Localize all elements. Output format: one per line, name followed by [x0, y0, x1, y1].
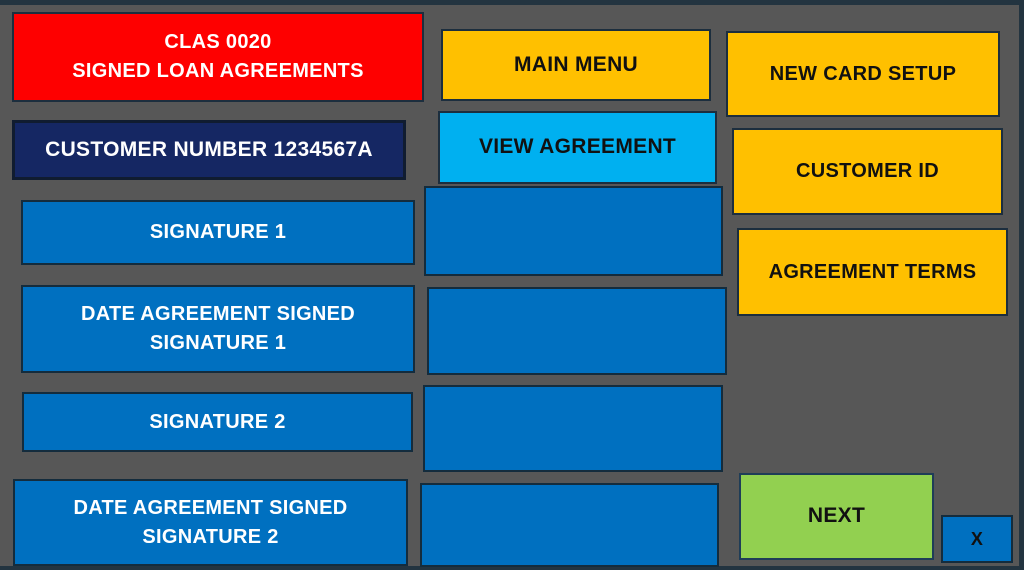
signature-2-value-field[interactable] — [423, 385, 723, 472]
field-label-text: SIGNATURE 1 — [149, 332, 287, 354]
field-label-text: DATE AGREEMENT SIGNED — [73, 496, 348, 519]
screen-name-label: SIGNED LOAN AGREEMENTS — [72, 60, 364, 82]
screen-title: CLAS 0020 SIGNED LOAN AGREEMENTS — [12, 12, 424, 102]
screen-frame-right — [1019, 0, 1024, 570]
next-button[interactable]: NEXT — [739, 473, 934, 560]
screen-frame-top — [0, 0, 1024, 5]
date-signed-1-value-field[interactable] — [427, 287, 727, 375]
customer-number-label: CUSTOMER NUMBER 1234567A — [45, 137, 373, 161]
signature-1-value-field[interactable] — [424, 186, 723, 276]
field-label-text: DATE AGREEMENT SIGNED — [80, 303, 356, 325]
field-label-text: SIGNATURE 2 — [149, 410, 286, 433]
view-agreement-label: VIEW AGREEMENT — [478, 135, 677, 159]
agreement-terms-button[interactable]: AGREEMENT TERMS — [737, 228, 1008, 316]
field-label-signature-1: SIGNATURE 1 — [21, 200, 415, 265]
main-menu-label: MAIN MENU — [513, 52, 639, 76]
field-label-text: SIGNATURE 2 — [142, 525, 279, 548]
view-agreement-button[interactable]: VIEW AGREEMENT — [438, 111, 717, 184]
close-x-label: X — [970, 528, 984, 549]
new-card-setup-label: NEW CARD SETUP — [769, 62, 957, 85]
agreement-terms-label: AGREEMENT TERMS — [768, 260, 977, 283]
screen-frame-bottom — [0, 566, 1024, 570]
close-button[interactable]: X — [941, 515, 1013, 563]
field-label-text: SIGNATURE 1 — [149, 221, 287, 243]
screen-code-label: CLAS 0020 — [164, 31, 272, 53]
main-menu-button[interactable]: MAIN MENU — [441, 29, 711, 101]
next-label: NEXT — [807, 504, 866, 528]
field-label-date-signed-1: DATE AGREEMENT SIGNED SIGNATURE 1 — [21, 285, 415, 373]
customer-number-banner: CUSTOMER NUMBER 1234567A — [12, 120, 406, 180]
date-signed-2-value-field[interactable] — [420, 483, 719, 567]
customer-id-label: CUSTOMER ID — [796, 160, 939, 182]
new-card-setup-button[interactable]: NEW CARD SETUP — [726, 31, 1000, 117]
field-label-signature-2: SIGNATURE 2 — [22, 392, 413, 452]
customer-id-button[interactable]: CUSTOMER ID — [732, 128, 1003, 215]
field-label-date-signed-2: DATE AGREEMENT SIGNED SIGNATURE 2 — [13, 479, 408, 566]
